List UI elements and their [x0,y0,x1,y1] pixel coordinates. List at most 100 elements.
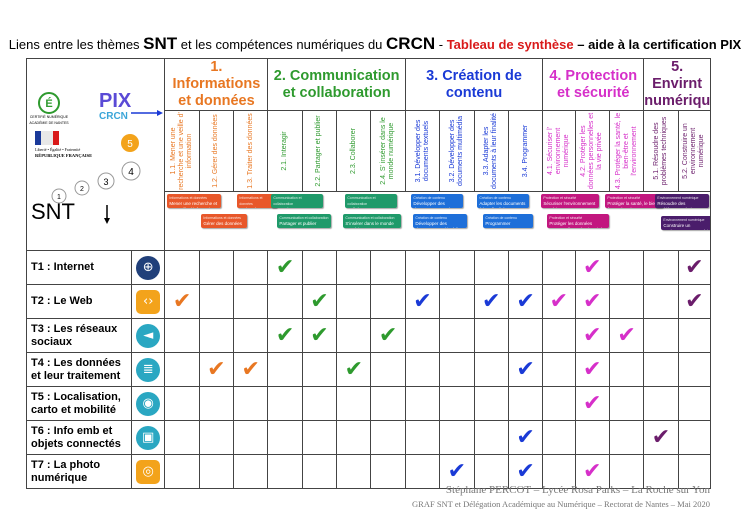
level-badges: 5 4 3 2 1 [51,133,141,203]
theme-icon-cell: ◄ [131,318,166,353]
check-cell [473,318,509,353]
competence-label: 5.2. Construire un environnement numériq… [682,123,706,179]
check-cell [608,454,645,489]
check-cell [542,454,576,489]
domain-informations: 1. Informations et données [164,58,269,111]
competence-label: 1.3. Traiter des données [246,113,254,189]
check-cell [643,386,679,421]
check-cell: ✔ [267,318,303,353]
chip-caption: Protection et sécurité [543,196,577,200]
check-cell [267,420,303,455]
competence-label: 2.2. Partager et publier [315,115,323,187]
checkmark-icon: ✔ [344,356,363,382]
check-cell [542,318,576,353]
check-cell [439,386,475,421]
competence-header: 2.3. Collaborer [336,110,372,192]
check-cell [233,454,269,489]
check-cell: ✔ [677,250,712,285]
competence-header: 2.4. S' insérer dans le monde numérique [370,110,406,192]
check-cell [336,318,372,353]
check-cell [164,386,200,421]
check-cell [267,386,303,421]
competence-label: 1.2. Gérer des données [212,114,220,188]
table-row: T7 : La photo numérique◎✔✔✔ [25,454,712,489]
check-cell [439,250,475,285]
competence-label: 2.1. Interagir [281,131,289,171]
checkmark-icon: ✔ [378,322,398,348]
check-cell [542,250,576,285]
check-cell: ✔ [507,454,544,489]
check-cell: ✔ [643,420,679,455]
competence-header: 3.3. Adapter les documents à leur finali… [473,110,509,192]
check-cell [370,386,406,421]
check-cell [370,250,406,285]
check-cell [198,318,235,353]
check-cell: ✔ [507,284,544,319]
check-cell [608,352,645,387]
chip-caption: Création de contenu [415,216,447,220]
chip-caption: Création de contenu [485,216,517,220]
page-title: Liens entre les thèmes SNT et les compét… [8,34,742,53]
check-cell [608,420,645,455]
check-cell [643,284,679,319]
svg-text:É: É [45,97,52,110]
footer-credits: GRAF SNT et Délégation Académique au Num… [412,499,710,509]
chip-caption: Protection et sécurité [607,196,641,200]
competence-chip: Informations et donnéesTraiter des donné… [237,194,278,208]
check-cell [233,386,269,421]
theme-label: T1 : Internet [25,250,133,285]
chip-caption: Communication et collaboration [279,216,329,220]
check-cell [233,420,269,455]
chip-text: Construire un environnement numérique [663,223,709,230]
check-cell [267,352,303,387]
check-cell [574,420,610,455]
check-cell [542,352,576,387]
table-row: T2 : Le Web‹›✔✔✔✔✔✔✔✔ [25,284,712,319]
check-cell: ✔ [574,250,610,285]
chip-caption: Création de contenu [479,196,511,200]
check-cell [677,352,712,387]
svg-text:ACADÉMIE DE NANTES: ACADÉMIE DE NANTES [29,120,69,125]
check-cell [198,420,235,455]
chip-caption: Communication et collaboration [273,196,302,206]
check-cell [404,352,441,387]
theme-label: T3 : Les réseaux sociaux [25,318,133,353]
checkmark-icon: ✔ [582,288,602,314]
chip-caption: Protection et sécurité [549,216,583,220]
chip-caption: Environnement numérique [663,218,705,222]
check-cell [301,250,338,285]
check-cell: ✔ [301,284,338,319]
check-cell: ✔ [404,284,441,319]
svg-text:5: 5 [127,139,133,150]
table-row: T5 : Localisation, carto et mobilité◉✔ [25,386,712,421]
competence-label: 4.1. Sécuriser l' environnement numériqu… [546,126,570,176]
check-cell: ✔ [542,284,576,319]
chip-text: Sécuriser l'environnement numérique [543,201,596,208]
chip-text: Développer des documents multimédia [415,221,460,228]
competence-header: 2.2. Partager et publier [301,110,338,192]
svg-text:1: 1 [57,194,61,201]
competence-header: 4.1. Sécuriser l' environnement numériqu… [542,110,576,192]
check-cell [370,284,406,319]
chip-text: Interagir [273,207,290,208]
theme-icon-cell: ‹› [131,284,166,319]
chip-text: Collaborer [347,207,368,208]
check-cell [542,420,576,455]
competence-label: 2.3. Collaborer [349,128,357,174]
check-cell: ✔ [574,318,610,353]
svg-text:SNT: SNT [31,199,75,224]
check-cell [404,454,441,489]
check-cell [267,454,303,489]
check-cell [608,386,645,421]
check-cell [164,420,200,455]
check-cell [473,352,509,387]
check-cell [301,420,338,455]
footer-author: Stéphane PERCOT – Lycée Rosa Parks – La … [445,484,710,496]
chip-text: Protéger la santé, le bien-être et l'env… [607,201,659,208]
check-cell [233,318,269,353]
